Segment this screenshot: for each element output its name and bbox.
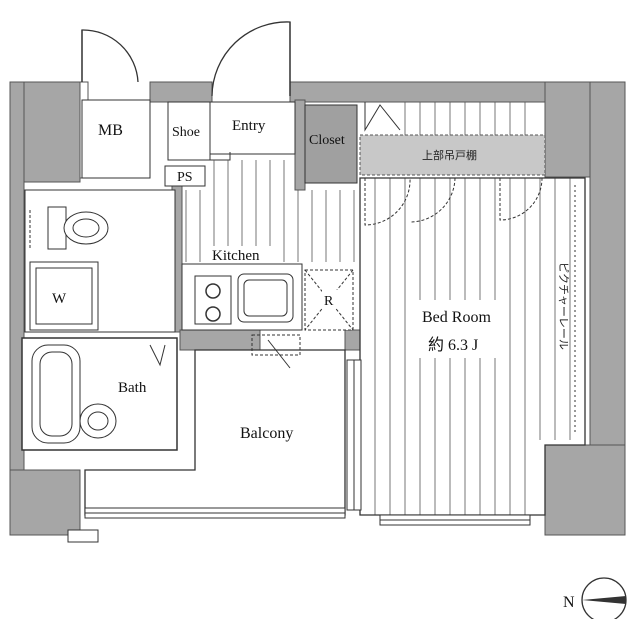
- bedroom-label: Bed Room: [422, 309, 491, 326]
- closet-area: Closet: [304, 102, 401, 184]
- closet-doors: [364, 177, 543, 226]
- kitchen-label: Kitchen: [212, 248, 260, 264]
- entry-label: Entry: [232, 118, 266, 134]
- sink-icon: [237, 273, 294, 323]
- refrigerator-label: R: [324, 294, 334, 309]
- stove-burner-icon: [205, 283, 221, 299]
- upper-shelf-label: 上部吊戸棚: [422, 148, 477, 162]
- shoe-entry-area: Shoe Entry: [167, 101, 296, 161]
- closet-label: Closet: [309, 133, 345, 148]
- compass-north: N: [563, 594, 575, 611]
- walls: [9, 81, 626, 536]
- balcony: Balcony: [67, 334, 346, 543]
- washer-label: W: [52, 291, 67, 307]
- ps-label: PS: [177, 170, 193, 185]
- kitchen-counter: R: [181, 263, 354, 331]
- stove-burner-icon: [205, 306, 221, 322]
- toilet-icon: [63, 211, 109, 245]
- basin-icon: [79, 403, 117, 439]
- bath-label: Bath: [118, 380, 147, 396]
- bath-room: Bath: [21, 337, 178, 451]
- mb-label: MB: [98, 122, 123, 139]
- upper-shelf: 上部吊戸棚: [359, 134, 546, 176]
- shoe-label: Shoe: [172, 125, 200, 140]
- ps-box: PS: [164, 165, 206, 187]
- entry-door: [211, 21, 291, 97]
- bedroom-size: 約 6.3 J: [428, 336, 478, 354]
- picture-rail-label: ピクチャーレール: [557, 262, 570, 350]
- compass: N: [563, 577, 627, 619]
- toilet-room: W: [24, 189, 176, 333]
- mb-room: MB: [81, 29, 151, 179]
- kitchen-floor: [185, 160, 355, 262]
- balcony-label: Balcony: [240, 425, 293, 442]
